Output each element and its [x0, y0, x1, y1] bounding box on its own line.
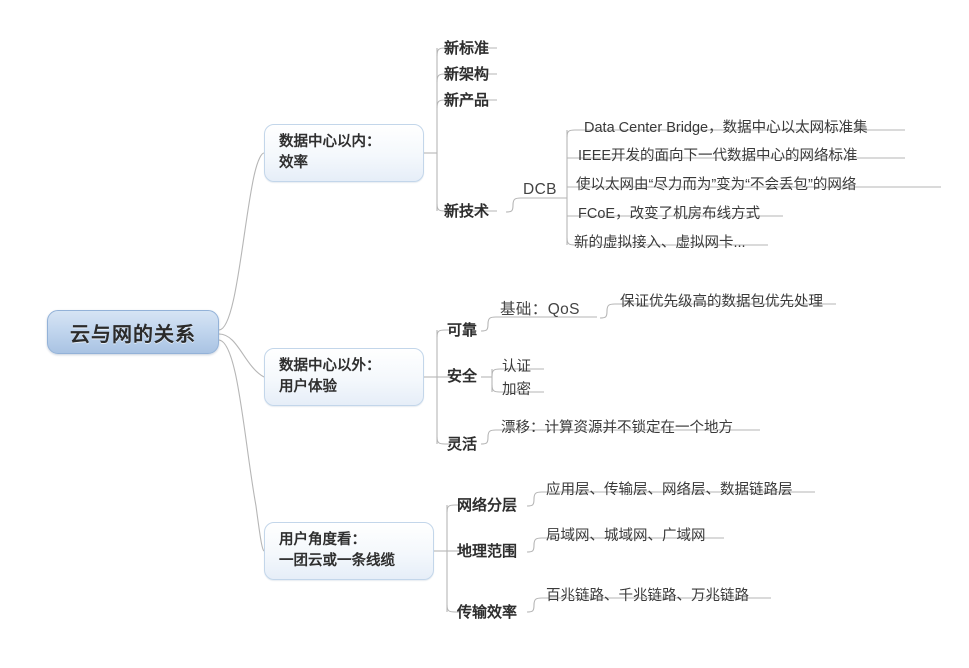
link-root-branch3: [218, 339, 265, 552]
node-transmission-efficiency-detail[interactable]: 百兆链路、千兆链路、万兆链路: [546, 588, 749, 604]
node-encryption[interactable]: 加密: [502, 382, 531, 398]
node-network-layers-detail[interactable]: 应用层、传输层、网络层、数据链路层: [546, 482, 793, 498]
branch-node-inside-dc[interactable]: 数据中心以内： 效率: [264, 124, 424, 182]
link-root-branch2: [218, 333, 265, 378]
node-network-layers[interactable]: 网络分层: [457, 497, 518, 514]
node-reliable[interactable]: 可靠: [447, 322, 478, 339]
node-dcb-item-3[interactable]: 使以太网由“尽力而为”变为“不会丢包”的网络: [576, 177, 857, 193]
node-qos[interactable]: 基础：QoS: [500, 301, 580, 318]
node-new-standard[interactable]: 新标准: [444, 40, 490, 57]
node-new-technology[interactable]: 新技术: [444, 203, 490, 220]
node-flexible[interactable]: 灵活: [447, 436, 478, 453]
node-dcb[interactable]: DCB: [523, 181, 557, 198]
node-new-architecture[interactable]: 新架构: [444, 66, 490, 83]
node-dcb-item-4[interactable]: FCoE，改变了机房布线方式: [578, 206, 761, 222]
node-transmission-efficiency[interactable]: 传输效率: [457, 604, 518, 621]
node-new-product[interactable]: 新产品: [444, 92, 490, 109]
node-geographic-scope[interactable]: 地理范围: [457, 543, 518, 560]
node-dcb-item-1[interactable]: Data Center Bridge，数据中心以太网标准集: [584, 120, 868, 136]
link-root-branch1: [218, 152, 265, 331]
link-xinjishu-dcb: [505, 197, 567, 213]
link-kekao-qos: [480, 316, 597, 332]
branch-label-line1: 用户角度看：: [279, 532, 366, 548]
branch-label-line1: 数据中心以内：: [279, 134, 381, 150]
node-security[interactable]: 安全: [447, 368, 478, 385]
branch-label-line2: 用户体验: [279, 379, 337, 395]
branch-label-line1: 数据中心以外：: [279, 358, 381, 374]
node-dcb-item-2[interactable]: IEEE开发的面向下一代数据中心的网络标准: [578, 148, 858, 164]
branch-label-line2: 效率: [279, 155, 308, 171]
root-node[interactable]: 云与网的关系: [47, 310, 219, 354]
node-geographic-scope-detail[interactable]: 局域网、城域网、广域网: [546, 528, 706, 544]
branch-node-user-view[interactable]: 用户角度看： 一团云或一条线缆: [264, 522, 434, 580]
node-drift-detail[interactable]: 漂移：计算资源并不锁定在一个地方: [501, 420, 733, 436]
root-node-label: 云与网的关系: [70, 323, 196, 346]
node-authentication[interactable]: 认证: [502, 359, 531, 375]
node-dcb-item-5[interactable]: 新的虚拟接入、虚拟网卡...: [574, 235, 746, 251]
branch-node-outside-dc[interactable]: 数据中心以外： 用户体验: [264, 348, 424, 406]
branch-label-line2: 一团云或一条线缆: [279, 553, 395, 569]
node-qos-detail[interactable]: 保证优先级高的数据包优先处理: [620, 294, 823, 310]
